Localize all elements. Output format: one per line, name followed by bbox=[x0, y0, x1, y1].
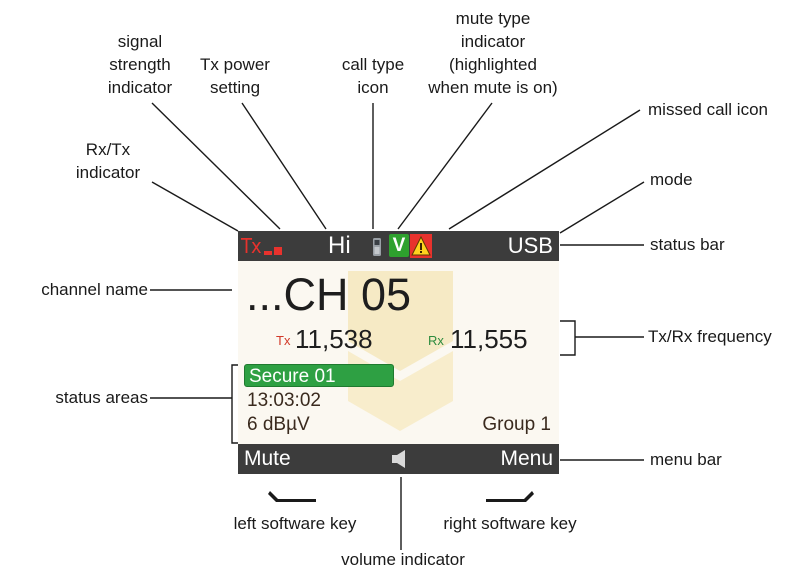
secure-status: Secure 01 bbox=[244, 364, 394, 387]
rx-tx-indicator: Tx bbox=[241, 234, 262, 258]
tx-frequency-value: 11,538 bbox=[295, 324, 373, 354]
group-status: Group 1 bbox=[482, 414, 551, 435]
callout-status-areas: status areas bbox=[55, 388, 148, 407]
callout-rx-tx: Rx/Tx indicator bbox=[75, 140, 141, 182]
left-software-key[interactable] bbox=[268, 489, 318, 503]
callout-left-software-key: left software key bbox=[233, 514, 357, 533]
callout-tx-power: Tx power setting bbox=[200, 55, 270, 97]
callout-channel-name: channel name bbox=[41, 280, 148, 299]
callout-right-software-key: right software key bbox=[443, 514, 577, 533]
leader-mode bbox=[559, 181, 645, 234]
callout-call-type: call type icon bbox=[341, 55, 405, 97]
leader-mutetype bbox=[397, 102, 493, 230]
right-softkey-label[interactable]: Menu bbox=[500, 447, 553, 470]
signal-level-status: 6 dBµV bbox=[247, 414, 310, 435]
bracket-freq bbox=[560, 320, 576, 356]
callout-tx-rx-frequency: Tx/Rx frequency bbox=[648, 327, 772, 346]
leader-rxtx bbox=[151, 181, 239, 232]
callout-mute-type: mute type indicator (highlighted when mu… bbox=[428, 9, 558, 97]
right-software-key[interactable] bbox=[484, 489, 534, 503]
leader-signal bbox=[151, 102, 281, 230]
rx-frequency-value: 11,555 bbox=[450, 324, 528, 354]
channel-name: ...CH 05 bbox=[246, 269, 412, 320]
left-softkey-label[interactable]: Mute bbox=[244, 447, 291, 470]
callout-mode: mode bbox=[650, 170, 693, 189]
signal-strength-bar-2 bbox=[274, 247, 282, 255]
status-bar: Tx Hi V USB bbox=[238, 231, 559, 261]
mute-type-indicator: V bbox=[389, 234, 409, 257]
callout-signal-strength: signal strength indicator bbox=[107, 32, 173, 97]
handset-icon bbox=[373, 238, 381, 256]
leader-txpower bbox=[241, 102, 327, 230]
tx-frequency-tag: Tx bbox=[276, 333, 291, 348]
rx-frequency-tag: Rx bbox=[428, 333, 444, 348]
signal-strength-bar-1 bbox=[264, 251, 272, 255]
warning-icon bbox=[410, 234, 432, 258]
menu-bar: Mute Menu bbox=[238, 444, 559, 474]
tx-power-setting: Hi bbox=[328, 232, 351, 259]
speaker-icon bbox=[392, 450, 405, 468]
radio-screen: Tx Hi V USB ...CH 05 Tx 11,538 Rx 11,555… bbox=[238, 231, 559, 474]
mode-indicator: USB bbox=[507, 233, 553, 258]
callout-status-bar: status bar bbox=[650, 235, 725, 254]
time-status: 13:03:02 bbox=[247, 390, 321, 411]
callout-volume-indicator: volume indicator bbox=[341, 550, 465, 569]
callout-menu-bar: menu bar bbox=[650, 450, 722, 469]
leader-missed bbox=[448, 109, 641, 230]
callout-missed-call: missed call icon bbox=[648, 100, 768, 119]
chevron-watermark bbox=[348, 271, 453, 431]
